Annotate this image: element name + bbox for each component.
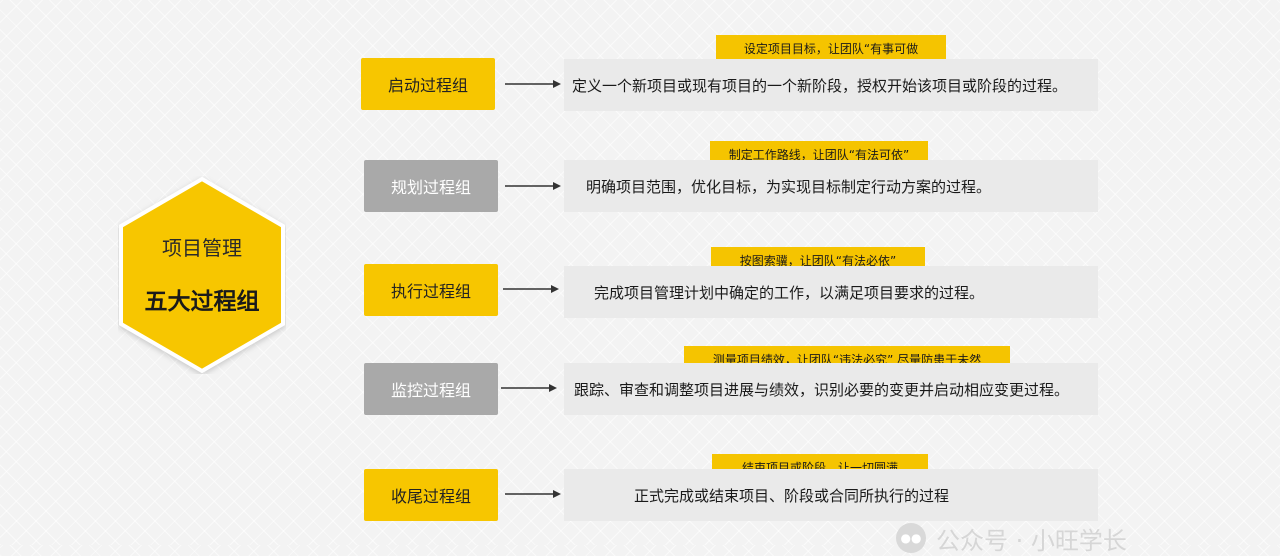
process-group-label-initiating: 启动过程组 (361, 58, 495, 110)
hexagon-subtitle: 五大过程组 (144, 289, 260, 315)
arrow-icon (503, 285, 559, 293)
group-description-executing: 完成项目管理计划中确定的工作，以满足项目要求的过程。 (564, 266, 1098, 318)
arrow-icon (501, 384, 557, 392)
process-group-label-monitoring: 监控过程组 (364, 363, 498, 415)
group-tag-initiating: 设定项目目标，让团队“有事可做 (716, 35, 946, 61)
group-description-planning: 明确项目范围，优化目标，为实现目标制定行动方案的过程。 (564, 160, 1098, 212)
center-hexagon: 项目管理 五大过程组 (118, 176, 286, 374)
process-group-label-planning: 规划过程组 (364, 160, 498, 212)
arrow-icon (505, 80, 561, 88)
group-tag-planning: 制定工作路线，让团队“有法可依” (710, 141, 928, 167)
wechat-icon: ●● (896, 523, 926, 553)
group-description-closing: 正式完成或结束项目、阶段或合同所执行的过程 (564, 469, 1098, 521)
hexagon-shape (119, 176, 285, 374)
process-group-label-executing: 执行过程组 (364, 264, 498, 316)
group-description-initiating: 定义一个新项目或现有项目的一个新阶段，授权开始该项目或阶段的过程。 (564, 59, 1098, 111)
arrow-icon (505, 182, 561, 190)
hexagon-title: 项目管理 (162, 236, 242, 260)
arrow-icon (505, 490, 561, 498)
watermark: ●● 公众号 · 小旺学长 (896, 523, 1127, 555)
watermark-text: 公众号 · 小旺学长 (936, 526, 1127, 555)
process-group-label-closing: 收尾过程组 (364, 469, 498, 521)
group-description-monitoring: 跟踪、审查和调整项目进展与绩效，识别必要的变更并启动相应变更过程。 (564, 363, 1098, 415)
